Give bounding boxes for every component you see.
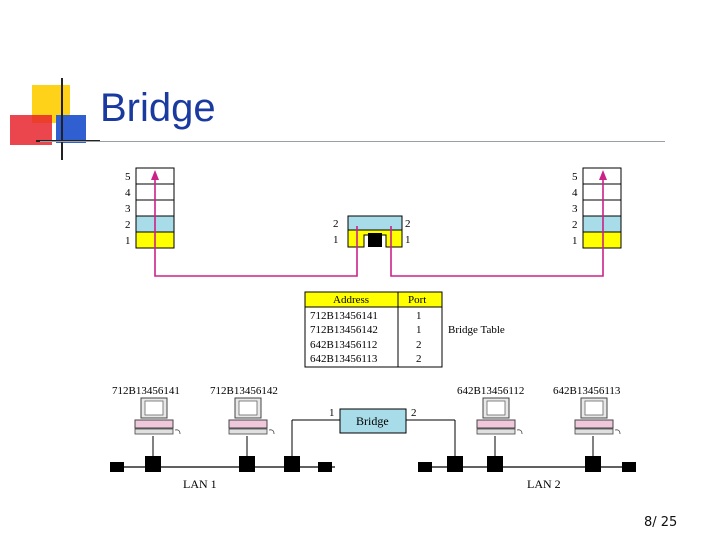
bridge-layer-left-label-2: 2: [333, 218, 339, 230]
lan-2-label: LAN 2: [527, 477, 561, 491]
bridge-table-header-port: Port: [408, 294, 426, 306]
station-1-address: 712B13456141: [112, 385, 180, 397]
lan-1-tap-1: [145, 456, 161, 472]
bridge-box: [339, 408, 407, 434]
right-layer-stack: 5 4 3 2 1: [572, 167, 622, 249]
station-3-address: 642B13456112: [457, 385, 524, 397]
left-stack-label-1: 1: [125, 235, 131, 247]
lan-1-tap-2: [239, 456, 255, 472]
left-stack-label-2: 2: [125, 219, 131, 231]
bridge-device: Bridge 1 2: [291, 407, 456, 458]
lan-2-bus: LAN 2: [418, 456, 636, 491]
bridge-table-row-3-port: 2: [416, 339, 422, 351]
right-stack-layer-2: [582, 215, 622, 233]
bridge-layer-1: [347, 229, 403, 248]
lan-1-tap-bridge: [284, 456, 300, 472]
bridge-table-row-2-port: 1: [416, 324, 422, 336]
bridge-table: Address Port 712B13456141 1 712B13456142…: [304, 291, 505, 368]
lan-1-bus: LAN 1: [110, 456, 335, 491]
right-stack-label-5: 5: [572, 171, 578, 183]
computer-icon: [476, 397, 523, 435]
bridge-layer-right-label-2: 2: [405, 218, 411, 230]
computer-icon: [134, 397, 181, 435]
bridge-table-header-address: Address: [333, 294, 369, 306]
left-stack-label-3: 3: [125, 203, 131, 215]
right-stack-label-2: 2: [572, 219, 578, 231]
lan-1-terminator-right: [318, 462, 332, 472]
lan-1-terminator-left: [110, 462, 124, 472]
right-stack-label-1: 1: [572, 235, 578, 247]
lan-2-tap-bridge: [447, 456, 463, 472]
right-stack-layer-4: [582, 183, 622, 201]
bridge-table-row-4-address: 642B13456113: [310, 353, 378, 365]
bridge-table-row-1-port: 1: [416, 310, 422, 322]
bridge-box-label: Bridge: [356, 414, 389, 428]
left-stack-label-4: 4: [125, 187, 131, 199]
bridge-layer-notch: [368, 233, 382, 247]
page-number: 8/ 25: [644, 515, 678, 530]
bridge-port-right-label: 2: [411, 407, 417, 419]
bridge-table-row-4-port: 2: [416, 353, 422, 365]
lan-2-terminator-left: [418, 462, 432, 472]
bridge-table-row-2-address: 712B13456142: [310, 324, 378, 336]
right-stack-layer-1: [582, 231, 622, 249]
left-stack-label-5: 5: [125, 171, 131, 183]
bridge-table-row-1-address: 712B13456141: [310, 310, 378, 322]
lan-1-label: LAN 1: [183, 477, 217, 491]
computer-icon: [574, 397, 621, 435]
data-path-right: [390, 178, 604, 277]
data-path-left: [154, 178, 358, 277]
right-stack-layer-3: [582, 199, 622, 217]
bridge-layer-2: [347, 215, 403, 231]
station-2-address: 712B13456142: [210, 385, 278, 397]
lan-2-tap-4: [585, 456, 601, 472]
lan-2-tap-3: [487, 456, 503, 472]
bridge-table-frame: [304, 291, 443, 368]
bridge-table-caption: Bridge Table: [448, 324, 505, 336]
data-path-left-arrowhead: [151, 170, 159, 180]
lan-2-terminator-right: [622, 462, 636, 472]
left-layer-stack: 5 4 3 2 1: [125, 167, 175, 249]
slide-title: Bridge: [100, 86, 216, 130]
computer-icon: [228, 397, 275, 435]
data-path-right-arrowhead: [599, 170, 607, 180]
right-stack-label-3: 3: [572, 203, 578, 215]
right-stack-label-4: 4: [572, 187, 578, 199]
title-underline: [40, 141, 665, 142]
bridge-layer-left-label-1: 1: [333, 234, 339, 246]
data-path: [151, 170, 607, 277]
station-4-address: 642B13456113: [553, 385, 621, 397]
bridge-table-header-bg: [305, 292, 442, 307]
bridge-layer-block: 2 1 2 1: [333, 215, 411, 248]
bridge-port-left-label: 1: [329, 407, 335, 419]
bridge-layer-right-label-1: 1: [405, 234, 411, 246]
bridge-table-row-3-address: 642B13456112: [310, 339, 377, 351]
